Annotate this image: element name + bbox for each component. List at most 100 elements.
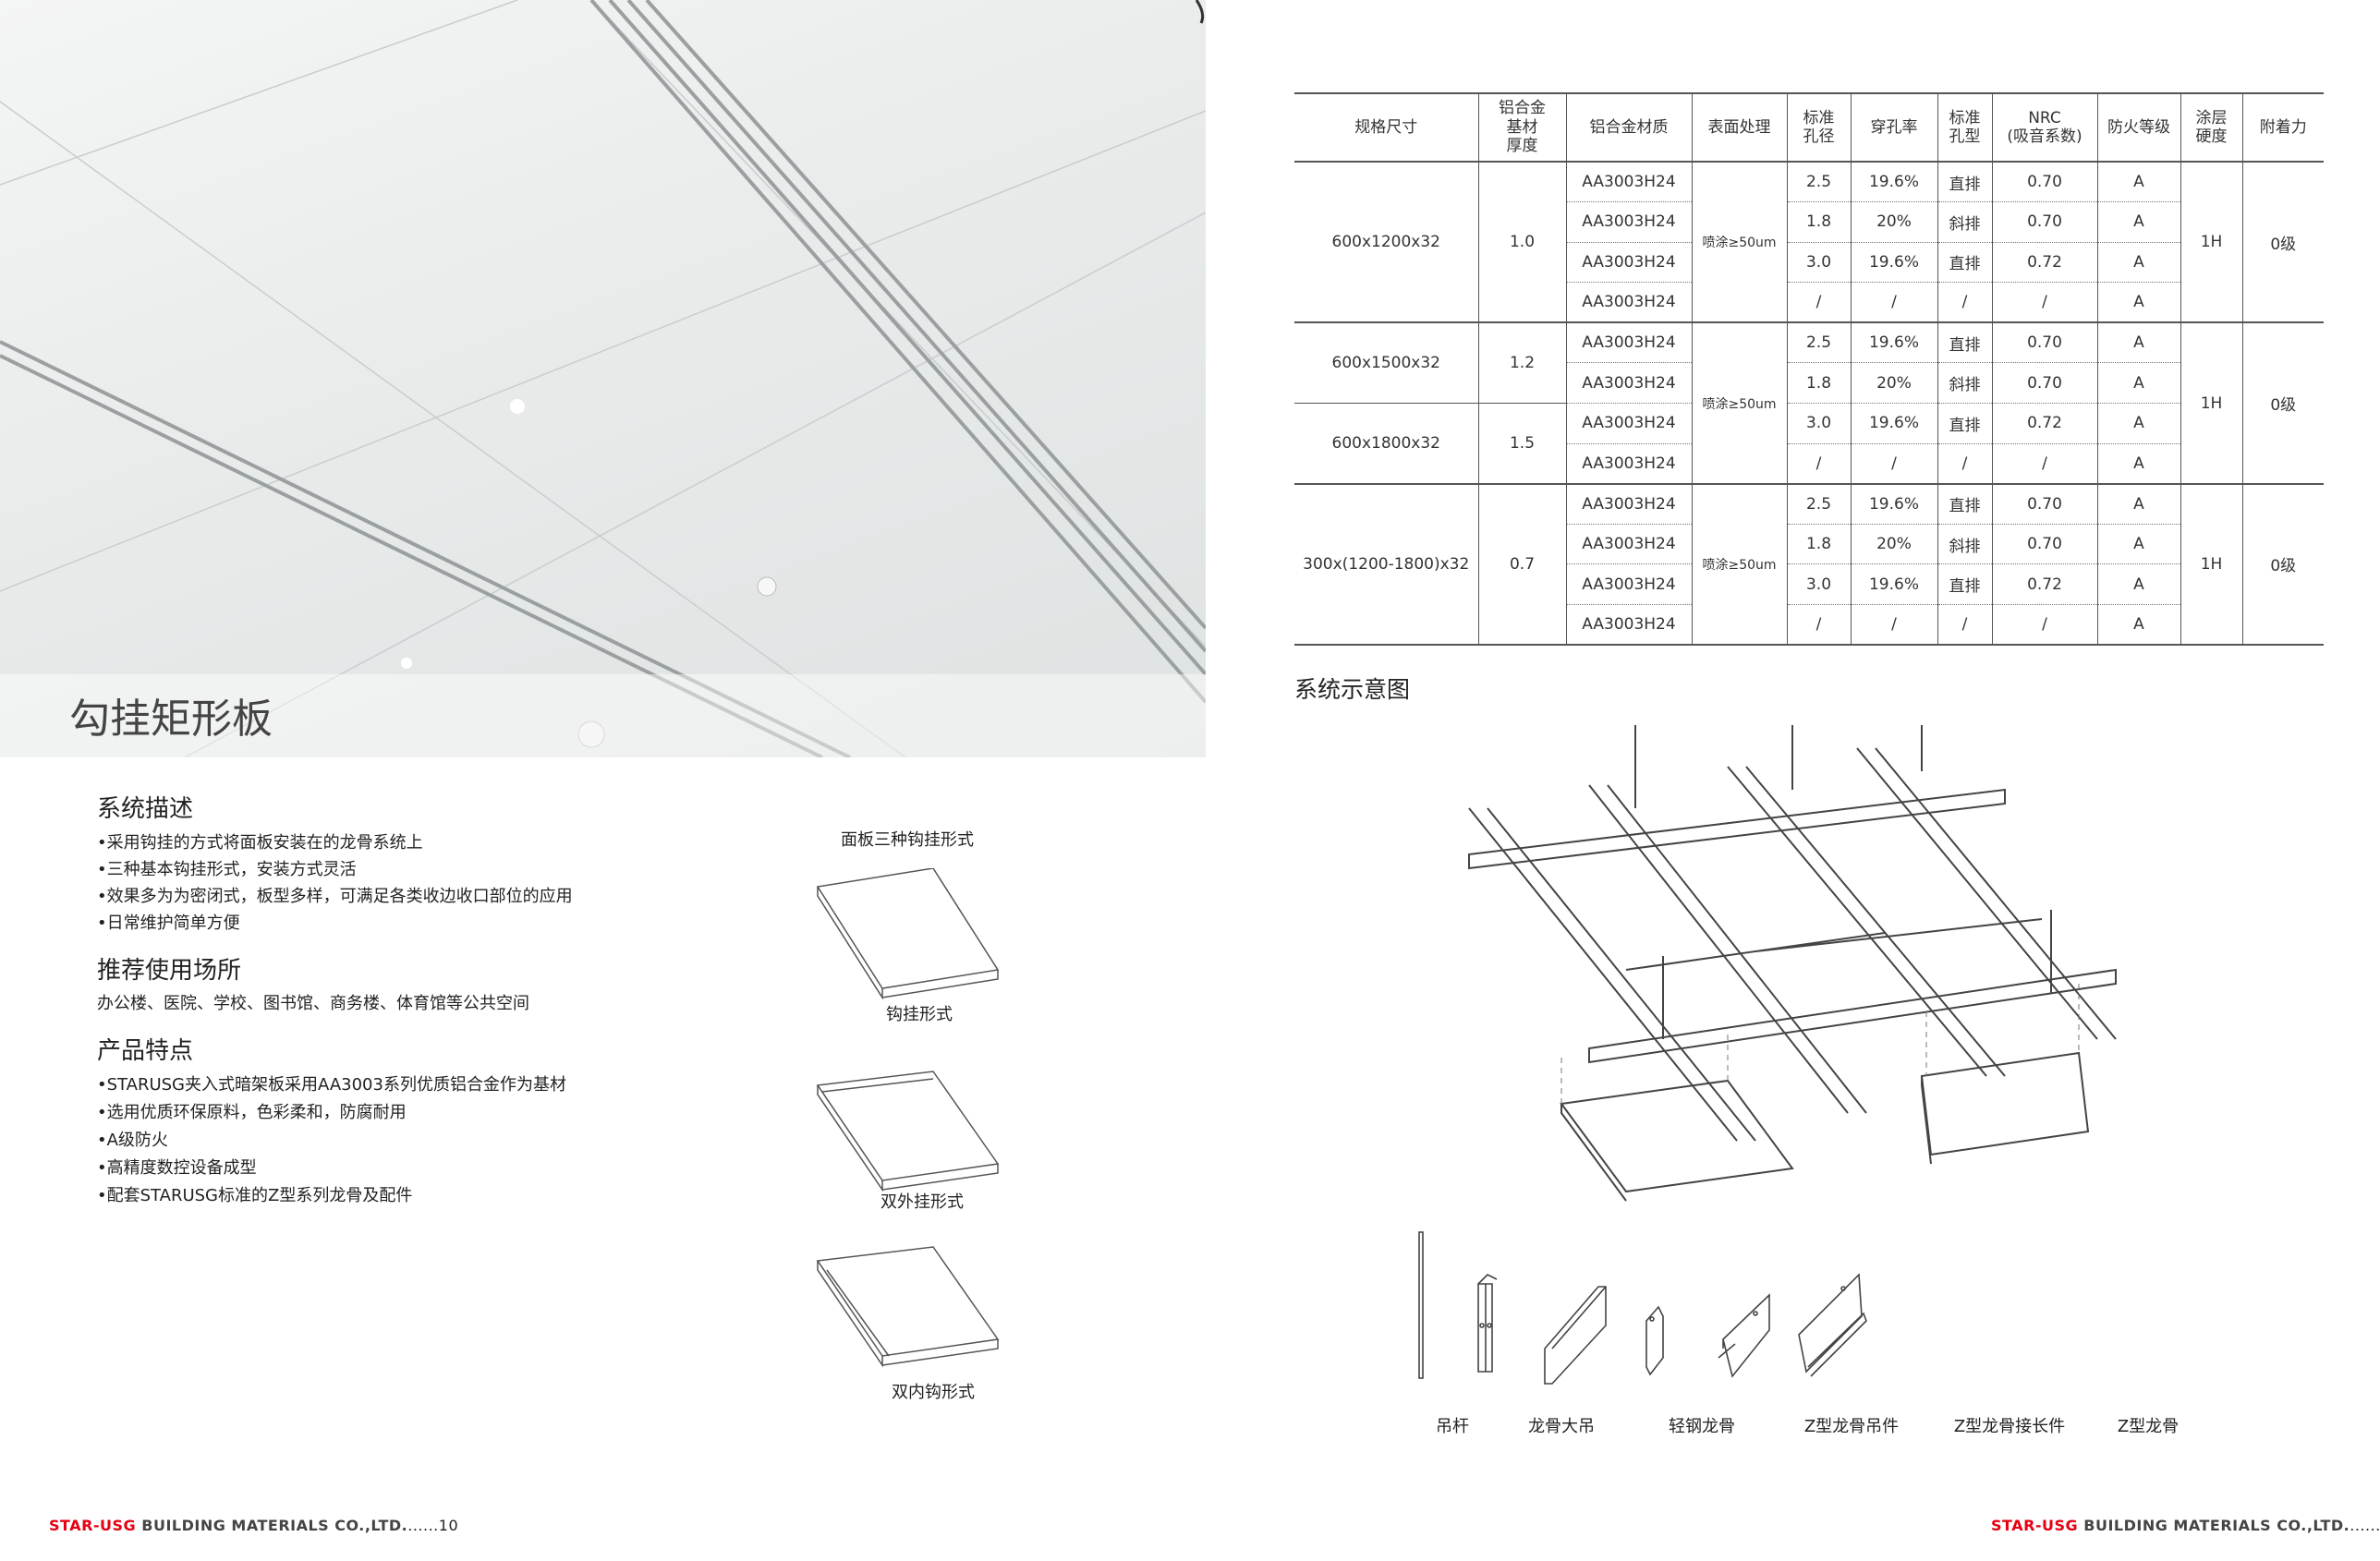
part-label: 吊杆 — [1436, 1417, 1469, 1436]
parts-drawings — [1418, 1231, 1867, 1385]
nrc-cell: 0.72 — [1991, 403, 2097, 444]
column-header: 铝合金材质 — [1565, 92, 1692, 163]
ceiling-lines — [0, 0, 1206, 757]
column-header: 铝合金 基材 厚度 — [1477, 92, 1566, 163]
coating-hardness-cell: 1H — [2180, 322, 2242, 485]
main-hanger-drawing — [1477, 1274, 1498, 1373]
hanger-rod-drawing — [1418, 1231, 1424, 1379]
hole-diameter-cell: / — [1786, 604, 1851, 647]
perforation-rate-cell: 19.6% — [1850, 563, 1937, 606]
system-description-heading: 系统描述 — [97, 795, 194, 823]
hole-pattern-cell: 直排 — [1937, 322, 1992, 364]
perforation-rate-cell: 19.6% — [1850, 322, 1937, 364]
perforation-rate-cell: 19.6% — [1850, 162, 1937, 203]
fire-rating-cell: A — [2096, 322, 2180, 364]
brand-name: STAR-USG — [49, 1517, 137, 1534]
perforation-rate-cell: / — [1850, 604, 1937, 647]
perforation-rate-cell: 20% — [1850, 524, 1937, 565]
size-cell: 600x1500x32 — [1294, 322, 1478, 405]
hole-pattern-cell: 直排 — [1937, 403, 1992, 444]
hole-pattern-cell: 直排 — [1937, 563, 1992, 606]
feature-bullet: •选用优质环保原料，色彩柔和，防腐耐用 — [97, 1103, 407, 1122]
coating-hardness-cell: 1H — [2180, 483, 2242, 647]
footer-left: STAR-USG BUILDING MATERIALS CO.,LTD.....… — [49, 1517, 458, 1534]
hole-diameter-cell: 3.0 — [1786, 242, 1851, 284]
features-heading: 产品特点 — [97, 1037, 194, 1065]
z-keel-drawing — [1798, 1273, 1867, 1377]
column-header: 标准 孔型 — [1937, 92, 1992, 163]
footer-dots: ...... — [407, 1517, 439, 1534]
material-cell: AA3003H24 — [1565, 322, 1692, 364]
surface-treatment-cell: 喷涂≥50um — [1691, 483, 1787, 647]
hole-diameter-cell: 3.0 — [1786, 563, 1851, 606]
z-keel-connector-drawing — [1718, 1293, 1770, 1378]
part-label: 龙骨大吊 — [1528, 1417, 1595, 1436]
column-header: 附着力 — [2241, 92, 2324, 163]
perforation-rate-cell: 19.6% — [1850, 483, 1937, 525]
panel-form-drawings — [816, 868, 1000, 1368]
column-header: 标准 孔径 — [1786, 92, 1851, 163]
hole-pattern-cell: 斜排 — [1937, 362, 1992, 405]
column-header: 规格尺寸 — [1294, 92, 1478, 163]
surface-treatment-cell: 喷涂≥50um — [1691, 162, 1787, 324]
description-bullet: •采用钩挂的方式将面板安装在的龙骨系统上 — [97, 833, 423, 853]
feature-bullet: •A级防火 — [97, 1131, 168, 1150]
hole-diameter-cell: 2.5 — [1786, 162, 1851, 203]
panel-forms-title: 面板三种钩挂形式 — [841, 830, 974, 850]
panel-form-label: 双外挂形式 — [880, 1192, 964, 1212]
size-cell: 600x1800x32 — [1294, 403, 1478, 485]
coating-hardness-cell: 1H — [2180, 162, 2242, 324]
double-outer-panel-drawing — [816, 1071, 1000, 1192]
size-cell: 300x(1200-1800)x32 — [1294, 483, 1478, 647]
feature-bullet: •高精度数控设备成型 — [97, 1158, 257, 1178]
fire-rating-cell: A — [2096, 242, 2180, 284]
hole-diameter-cell: 2.5 — [1786, 483, 1851, 525]
perforation-rate-cell: / — [1850, 282, 1937, 324]
ceiling-photo: 勾挂矩形板 — [0, 0, 1206, 757]
hole-pattern-cell: 斜排 — [1937, 201, 1992, 243]
company-name: BUILDING MATERIALS CO.,LTD. — [136, 1517, 408, 1534]
hole-pattern-cell: 直排 — [1937, 242, 1992, 284]
hole-pattern-cell: 直排 — [1937, 483, 1992, 525]
nrc-cell: 0.70 — [1991, 322, 2097, 364]
panel-form-label: 双内钩形式 — [892, 1383, 975, 1402]
thickness-cell: 1.0 — [1477, 162, 1566, 324]
fire-rating-cell: A — [2096, 362, 2180, 405]
company-name: BUILDING MATERIALS CO.,LTD. — [2078, 1517, 2350, 1534]
thickness-cell: 1.5 — [1477, 403, 1566, 485]
brand-name: STAR-USG — [1991, 1517, 2079, 1534]
fire-rating-cell: A — [2096, 524, 2180, 565]
nrc-cell: 0.72 — [1991, 242, 2097, 284]
hole-pattern-cell: 斜排 — [1937, 524, 1992, 565]
nrc-cell: 0.72 — [1991, 563, 2097, 606]
column-header: 穿孔率 — [1850, 92, 1937, 163]
hole-pattern-cell: / — [1937, 443, 1992, 485]
panel-form-label: 钩挂形式 — [886, 1005, 953, 1024]
hole-pattern-cell: / — [1937, 282, 1992, 324]
hole-diameter-cell: 1.8 — [1786, 524, 1851, 565]
fire-rating-cell: A — [2096, 282, 2180, 324]
thickness-cell: 1.2 — [1477, 322, 1566, 405]
material-cell: AA3003H24 — [1565, 604, 1692, 647]
nrc-cell: 0.70 — [1991, 524, 2097, 565]
table-row: AA3003H24////A — [1294, 443, 2324, 485]
perforation-rate-cell: 20% — [1850, 201, 1937, 243]
material-cell: AA3003H24 — [1565, 524, 1692, 565]
recommended-use-text: 办公楼、医院、学校、图书馆、商务楼、体育馆等公共空间 — [97, 994, 529, 1013]
column-header: 表面处理 — [1691, 92, 1787, 163]
fire-rating-cell: A — [2096, 443, 2180, 485]
feature-bullet: •STARUSG夹入式暗架板采用AA3003系列优质铝合金作为基材 — [97, 1075, 566, 1095]
product-title: 勾挂矩形板 — [69, 696, 273, 743]
fire-rating-cell: A — [2096, 162, 2180, 203]
nrc-cell: / — [1991, 604, 2097, 647]
hole-diameter-cell: / — [1786, 282, 1851, 324]
adhesion-cell: 0级 — [2241, 483, 2324, 647]
